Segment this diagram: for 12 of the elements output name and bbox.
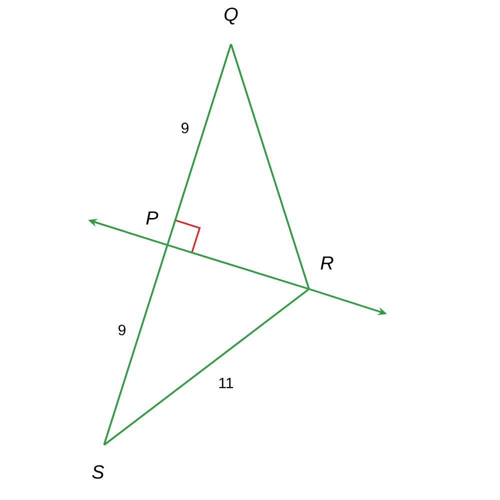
line (166, 44, 232, 246)
length-label: 11 (219, 378, 234, 388)
line (104, 288, 310, 446)
vertex-label: P (146, 211, 158, 225)
vertex-label: S (92, 465, 104, 479)
length-label: 9 (182, 122, 188, 134)
vertex-label: Q (224, 8, 238, 24)
line (230, 44, 310, 290)
line (167, 244, 310, 290)
vertex-label: R (320, 256, 334, 270)
line (103, 244, 168, 446)
length-label: 9 (118, 324, 126, 336)
